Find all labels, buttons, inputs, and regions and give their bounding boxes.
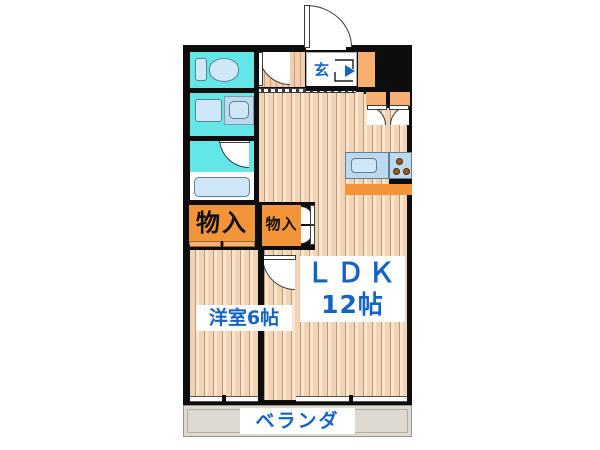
- closet-small-leaf-bottom: [310, 225, 315, 245]
- gas-burner-icon-1: [396, 158, 403, 165]
- toilet-washroom-wall: [183, 88, 259, 93]
- gas-burner-icon-2: [393, 168, 400, 175]
- washing-machine-pan-icon: [195, 99, 222, 122]
- closet-small-door[interactable]: [262, 205, 301, 246]
- genkan-shoe-box: [358, 52, 375, 87]
- bedroom-label: 洋室6帖: [196, 305, 292, 331]
- ldk-closet-door-right: [390, 92, 410, 106]
- genkan-right-wall: [375, 45, 380, 90]
- closet-large-threshold-left: [189, 241, 221, 247]
- kitchen-counter-front-edge: [389, 179, 412, 184]
- ldk-size-label: 12帖: [321, 290, 384, 319]
- toilet-tank-icon: [195, 58, 207, 81]
- closet-small-label: 物入: [265, 215, 298, 233]
- ldk-window-mullion: [349, 395, 353, 403]
- ldk-closet-divider: [386, 88, 390, 108]
- gas-burner-icon-3: [403, 168, 410, 175]
- ldk-label-group: [300, 256, 405, 322]
- entrance-door-leaf: [304, 5, 310, 48]
- ldk-label: ＬＤＫ: [306, 258, 399, 289]
- genkan-entry-arrow-icon: [334, 59, 355, 82]
- entrance-door-arc: [306, 5, 352, 47]
- ldk-closet-door-left: [366, 92, 386, 106]
- bathtub-icon: [194, 177, 250, 197]
- closet-large-door[interactable]: [189, 205, 255, 241]
- wash-basin-icon: [229, 101, 249, 119]
- bedroom-door-leaf: [262, 255, 296, 260]
- closet-large-label: 物入: [196, 209, 248, 237]
- washroom-bath-wall: [183, 136, 259, 141]
- ldk-closet-leaf-left: [367, 105, 387, 110]
- kitchen-base-cabinet: [345, 184, 412, 195]
- closet-large-threshold-right: [223, 241, 255, 247]
- bedroom-left-wall: [183, 245, 190, 402]
- gas-range-top: [389, 152, 412, 179]
- kitchen-sink-basin-icon: [351, 158, 377, 173]
- wet-core-right-wall: [254, 45, 259, 202]
- bedroom-window-mullion: [222, 395, 226, 403]
- genkan-step-edge: [306, 86, 358, 91]
- genkan-label: 玄: [313, 61, 330, 79]
- veranda-label: ベランダ: [240, 408, 355, 434]
- closet-small-leaf-top: [310, 205, 315, 225]
- bath-bottom-wall: [183, 200, 259, 204]
- toilet-bowl-icon: [209, 58, 239, 82]
- ldk-closet-leaf-right: [389, 105, 409, 110]
